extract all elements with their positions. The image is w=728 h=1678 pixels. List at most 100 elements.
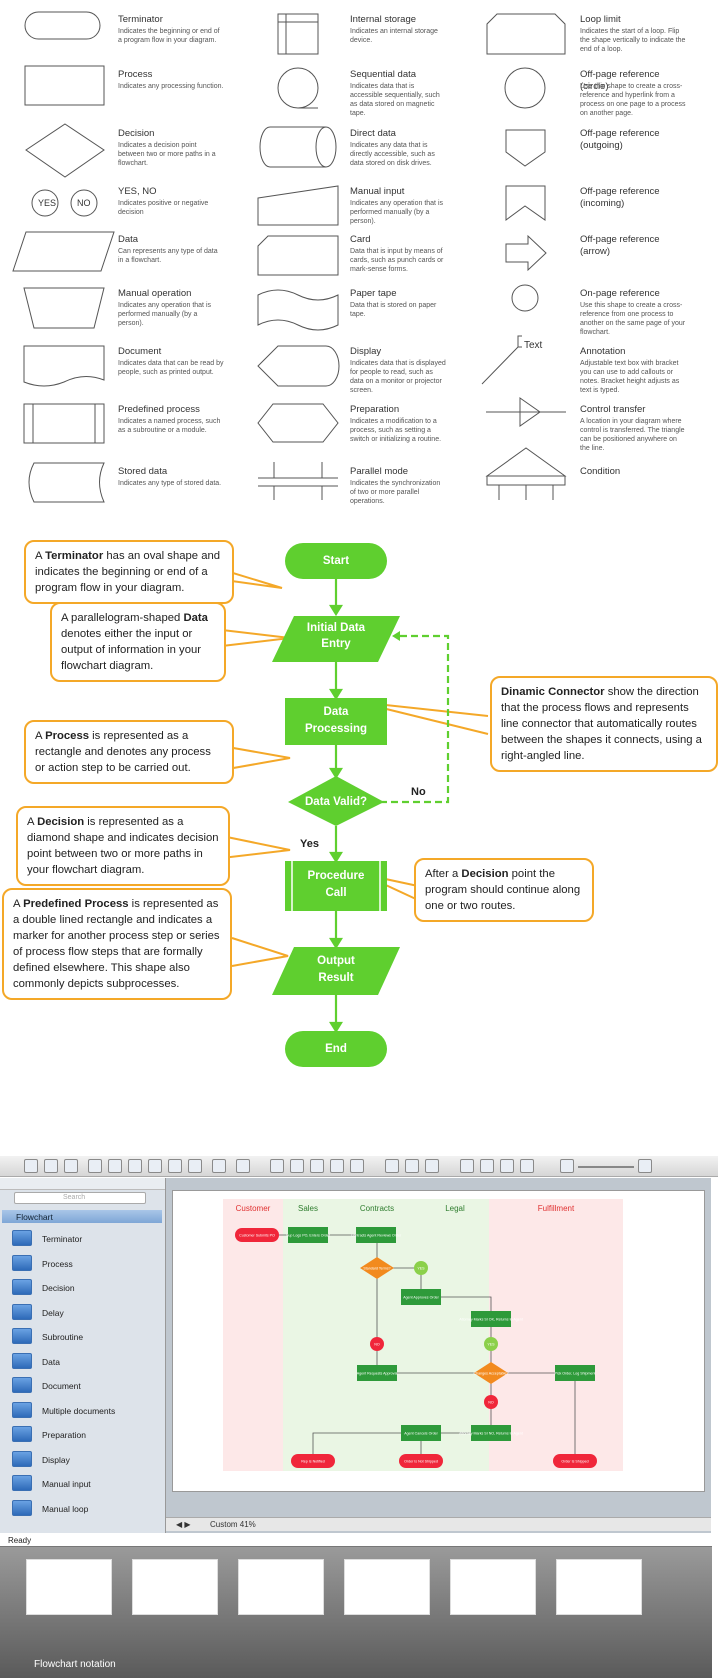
library-item[interactable]: Delay <box>0 1300 165 1325</box>
control-transfer-shape <box>486 397 566 427</box>
connector4-tool-icon[interactable] <box>168 1159 182 1173</box>
legend-title: Manual operation <box>118 288 192 299</box>
page-nav-icon[interactable]: ◀ ▶ <box>176 1520 191 1529</box>
rectangle-tool-icon[interactable] <box>44 1159 58 1173</box>
lane-title: Fulfillment <box>538 1204 575 1213</box>
library-header[interactable]: Flowchart <box>2 1210 162 1223</box>
legend-description: Indicates the synchronization of two or … <box>350 480 441 505</box>
shape-icon <box>12 1279 32 1295</box>
zoom-slider[interactable] <box>578 1166 634 1168</box>
connector-tool-icon[interactable] <box>108 1159 122 1173</box>
stamp-tool-icon[interactable] <box>500 1159 514 1173</box>
library-item[interactable]: Subroutine <box>0 1324 165 1349</box>
search-input[interactable]: Search <box>14 1192 146 1204</box>
zoom-in-icon[interactable] <box>638 1159 652 1173</box>
arc-tool-icon[interactable] <box>290 1159 304 1173</box>
legend-description: Indicates data that is displayed for peo… <box>350 360 446 394</box>
yes-shape <box>31 189 59 217</box>
legend-title: Display <box>350 346 382 357</box>
swimlane-process <box>401 1289 441 1305</box>
condition-shape <box>485 447 567 500</box>
legend-description: Indicates a modification to a process, s… <box>350 418 442 443</box>
spline-tool-icon[interactable] <box>350 1159 364 1173</box>
card-shape <box>257 235 339 276</box>
off-page-incoming-shape <box>505 185 546 221</box>
legend-description: Indicates any type of stored data. <box>118 480 222 487</box>
library-item[interactable]: Decision <box>0 1275 165 1300</box>
line-tool-icon[interactable] <box>270 1159 284 1173</box>
connector3-tool-icon[interactable] <box>148 1159 162 1173</box>
pointer-tool-icon[interactable] <box>24 1159 38 1173</box>
legend-title: Preparation <box>350 404 400 415</box>
thumbnail-5[interactable] <box>450 1559 536 1615</box>
library-item[interactable]: Manual input <box>0 1471 165 1496</box>
library-item-label: Preparation <box>42 1430 86 1440</box>
end-terminator <box>285 1031 387 1067</box>
swimlane-decision <box>360 1257 394 1279</box>
swimlane-node-label: NO <box>374 1343 380 1347</box>
hand-tool-icon[interactable] <box>480 1159 494 1173</box>
swimlane-node-label: NO <box>488 1401 494 1405</box>
swimlane-node-label: Attorney Marks SI OK, Returns to Agent <box>459 1318 523 1322</box>
legend-title: Document <box>118 346 162 357</box>
library-item[interactable]: Preparation <box>0 1422 165 1447</box>
decision-label: Data Valid? <box>305 795 367 808</box>
zoom-tool-icon[interactable] <box>460 1159 474 1173</box>
lane-title: Contracts <box>360 1204 394 1213</box>
thumbnail-label: Flowchart notation <box>34 1659 116 1670</box>
table-tool-icon[interactable] <box>88 1159 102 1173</box>
crop-tool-icon[interactable] <box>385 1159 399 1173</box>
shape-icon <box>12 1230 32 1246</box>
legend-title: Decision <box>118 128 155 139</box>
sequential-data-shape <box>277 67 319 109</box>
connector5-tool-icon[interactable] <box>188 1159 202 1173</box>
annotation-shape <box>481 335 522 385</box>
library-item[interactable]: Multiple documents <box>0 1398 165 1423</box>
no-shape <box>70 189 98 217</box>
library-item[interactable]: Manual loop <box>0 1496 165 1521</box>
format-tool-icon[interactable] <box>425 1159 439 1173</box>
swimlane-connector-node <box>370 1337 384 1351</box>
ellipse-tool-icon[interactable] <box>64 1159 78 1173</box>
page-tool-icon[interactable] <box>236 1159 250 1173</box>
thumbnail-3[interactable] <box>238 1559 324 1615</box>
zoom-select[interactable]: Custom 41% <box>210 1520 256 1529</box>
library-item[interactable]: Data <box>0 1349 165 1374</box>
manual-operation-shape <box>23 287 105 329</box>
select-area-icon[interactable] <box>405 1159 419 1173</box>
library-item[interactable]: Terminator <box>0 1226 165 1251</box>
swimlane-node-label: YES <box>417 1267 425 1271</box>
eyedropper-tool-icon[interactable] <box>520 1159 534 1173</box>
callout-terminator: A Terminator has an oval shape and indic… <box>24 540 234 604</box>
process-box <box>285 698 387 745</box>
library-item-label: Data <box>42 1356 60 1367</box>
callout-decision: A Decision is represented as a diamond s… <box>16 806 230 886</box>
bezier-tool-icon[interactable] <box>310 1159 324 1173</box>
legend-description: Indicates an internal storage device. <box>350 28 438 44</box>
thumbnail-2[interactable] <box>132 1559 218 1615</box>
annotation-text-label: Text <box>524 340 543 351</box>
thumbnail-4[interactable] <box>344 1559 430 1615</box>
connector6-tool-icon[interactable] <box>212 1159 226 1173</box>
library-item[interactable]: Document <box>0 1373 165 1398</box>
legend-description: Use this shape to create a cross-referen… <box>580 302 686 336</box>
thumbnail-6[interactable] <box>556 1559 642 1615</box>
zoom-out-icon[interactable] <box>560 1159 574 1173</box>
library-item-label: Delay <box>42 1307 64 1318</box>
legend-description: Use this shape to create a cross-referen… <box>580 83 686 117</box>
decision-diamond <box>288 776 384 826</box>
legend-description: Indicates any data that is directly acce… <box>350 142 435 167</box>
legend-description: Indicates the beginning or end of a prog… <box>118 28 220 44</box>
thumbnail-1[interactable] <box>26 1559 112 1615</box>
library-item[interactable]: Display <box>0 1447 165 1472</box>
swimlane-terminator <box>235 1228 279 1242</box>
polyline-tool-icon[interactable] <box>330 1159 344 1173</box>
swimlane-process <box>401 1425 441 1441</box>
connector2-tool-icon[interactable] <box>128 1159 142 1173</box>
sidebar-header <box>0 1178 165 1190</box>
library-item-label: Document <box>42 1381 81 1391</box>
start-terminator <box>285 543 387 579</box>
library-item[interactable]: Process <box>0 1251 165 1276</box>
